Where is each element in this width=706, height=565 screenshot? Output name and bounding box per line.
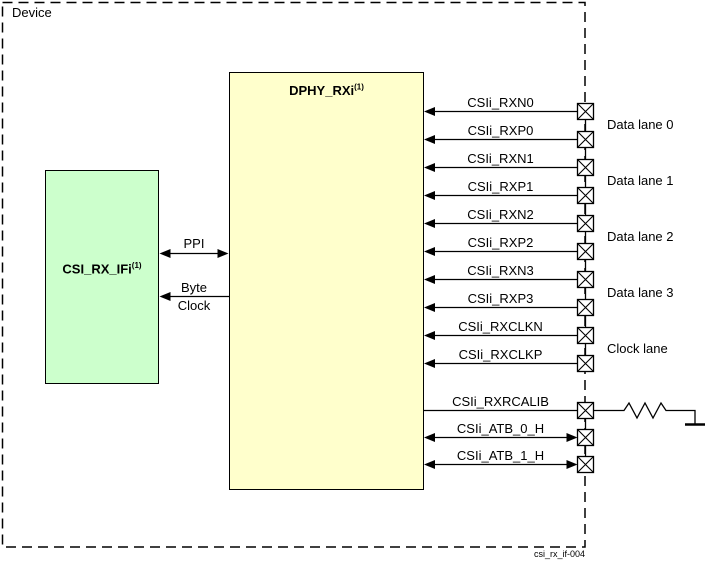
byte-clock-label-line1: Byte <box>180 280 207 295</box>
io-pad-rxclkn <box>576 326 595 345</box>
csi-rx-if-title-footnote: (1) <box>131 261 142 271</box>
io-pad-atb1 <box>576 455 595 474</box>
byte-clock-arrowhead <box>159 292 171 301</box>
signal-label-csii-rxrcalib: CSIi_RXRCALIB <box>452 394 549 409</box>
arrowhead-left <box>424 275 435 284</box>
arrowhead-left <box>424 303 435 312</box>
signal-csii-rxclkp <box>424 359 578 368</box>
device-label: Device <box>12 5 52 20</box>
signal-csii-rxp1 <box>424 191 578 200</box>
arrowhead-left <box>424 107 435 116</box>
arrowhead-left <box>424 359 435 368</box>
dphy-rx-title-footnote: (1) <box>354 82 364 92</box>
signal-csii-rxn3 <box>424 275 578 284</box>
io-pad-rxp2 <box>576 242 595 261</box>
arrowhead-left <box>424 163 435 172</box>
ppi-connection <box>159 249 229 258</box>
io-pad-rxn2 <box>576 214 595 233</box>
io-pad-rxn3 <box>576 270 595 289</box>
signal-label-csii-rxn1: CSIi_RXN1 <box>467 151 534 166</box>
lane-label-data-lane-1: Data lane 1 <box>607 173 674 188</box>
lane-label-data-lane-3: Data lane 3 <box>607 285 674 300</box>
signal-csii-rxn1 <box>424 163 578 172</box>
arrowhead-left <box>424 460 435 469</box>
signal-label-csii-atb-1-h: CSIi_ATB_1_H <box>456 448 545 463</box>
io-pad-rxn1 <box>576 158 595 177</box>
io-pad-rxp0 <box>576 130 595 149</box>
signal-label-csii-atb-0-h: CSIi_ATB_0_H <box>456 421 545 436</box>
signal-csii-rxp3 <box>424 303 578 312</box>
io-pad-rxn0 <box>576 102 595 121</box>
io-pad-rxclkp <box>576 354 595 373</box>
io-pad-atb0 <box>576 428 595 447</box>
dphy-rx-title-text: DPHY_RXi <box>289 83 355 98</box>
signal-csii-atb-1-h <box>424 460 578 469</box>
io-pad-rxp3 <box>576 298 595 317</box>
arrowhead-left <box>424 433 435 442</box>
arrowhead-left <box>424 247 435 256</box>
figure-id: csi_rx_if-004 <box>533 549 585 559</box>
arrowhead-right <box>566 433 578 442</box>
ppi-label: PPI <box>183 236 205 251</box>
arrowhead-left <box>424 135 435 144</box>
signal-csii-rxn2 <box>424 219 578 228</box>
signal-label-csii-rxp3: CSIi_RXP3 <box>467 291 534 306</box>
dphy-rx-block: DPHY_RXi(1) <box>229 72 424 490</box>
csi-rx-if-block-title: CSI_RX_IFi(1) <box>62 261 141 276</box>
io-pad-rxrcalib <box>576 401 595 420</box>
io-pad-rxp1 <box>576 186 595 205</box>
signal-label-csii-rxclkn: CSIi_RXCLKN <box>458 319 543 334</box>
signal-label-csii-rxp1: CSIi_RXP1 <box>467 179 534 194</box>
lane-label-data-lane-2: Data lane 2 <box>607 229 674 244</box>
csi-rx-if-block: CSI_RX_IFi(1) <box>45 170 159 384</box>
signal-csii-rxp0 <box>424 135 578 144</box>
signal-label-csii-rxn0: CSIi_RXN0 <box>467 95 534 110</box>
ppi-right-arrowhead <box>217 249 229 258</box>
dphy-rx-block-title: DPHY_RXi(1) <box>289 83 364 98</box>
arrowhead-right <box>566 460 578 469</box>
signal-label-csii-rxclkp: CSIi_RXCLKP <box>458 347 543 362</box>
signal-label-csii-rxn2: CSIi_RXN2 <box>467 207 534 222</box>
signal-label-csii-rxp2: CSIi_RXP2 <box>467 235 534 250</box>
byte-clock-label-line2: Clock <box>177 298 211 313</box>
lane-label-data-lane-0: Data lane 0 <box>607 117 674 132</box>
calibration-resistor <box>594 401 696 424</box>
arrowhead-left <box>424 219 435 228</box>
signal-label-csii-rxp0: CSIi_RXP0 <box>467 123 534 138</box>
arrowhead-left <box>424 331 435 340</box>
arrowhead-left <box>424 191 435 200</box>
signal-csii-rxn0 <box>424 107 578 116</box>
signal-csii-rxrcalib <box>424 401 705 426</box>
signal-label-csii-rxn3: CSIi_RXN3 <box>467 263 534 278</box>
signal-csii-rxclkn <box>424 331 578 340</box>
signal-csii-rxp2 <box>424 247 578 256</box>
lane-label-clock-lane: Clock lane <box>607 341 668 356</box>
byte-clock-connection <box>159 292 229 301</box>
signal-csii-atb-0-h <box>424 433 578 442</box>
ppi-left-arrowhead <box>159 249 171 258</box>
csi-rx-if-title-text: CSI_RX_IFi <box>62 261 132 277</box>
